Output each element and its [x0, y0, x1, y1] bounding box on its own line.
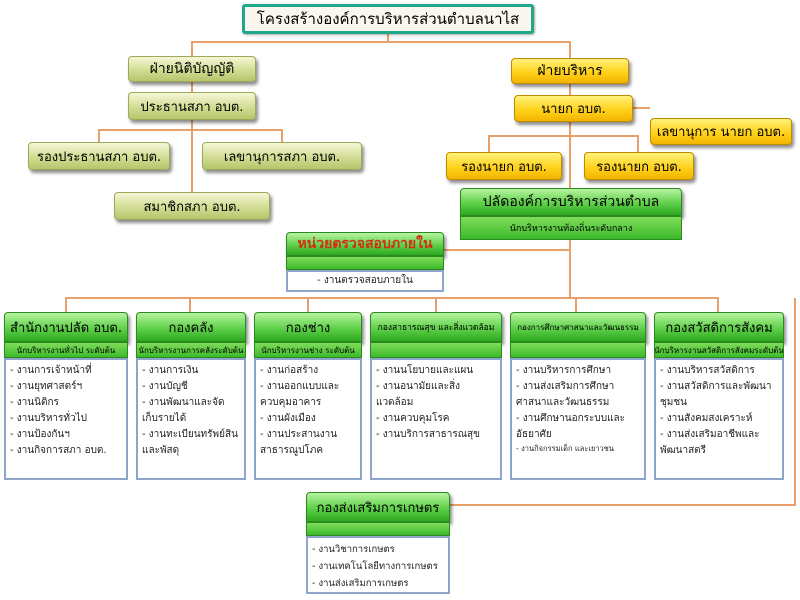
duty-item: - งานออกแบบและควบคุมอาคาร	[260, 381, 340, 408]
duty-item: - งานการเจ้าหน้าที่	[10, 365, 92, 376]
duty-item: - งานการเงิน	[142, 365, 199, 376]
duty-item: - งานก่อสร้าง	[260, 365, 319, 376]
duty-item: - งานพัฒนาและจัดเก็บรายได้	[142, 397, 225, 424]
dept-education-title: กองการศึกษาศาสนาและวัฒนธรรม	[510, 312, 646, 342]
internal-audit-duty: - งานตรวจสอบภายใน	[317, 275, 413, 286]
duty-item: - งานนโยบายและแผน	[376, 365, 474, 376]
duty-item: - งานอนามัยและสิ่งแวดล้อม	[376, 381, 460, 408]
deputy-mayor-1-box: รองนายก อบต.	[446, 152, 562, 180]
dept-office-of-chief-subtitle: นักบริหารงานทั่วไป ระดับต้น	[4, 342, 128, 358]
dept-office-of-chief-duties: - งานการเจ้าหน้าที่ - งานยุทศาสตร์ฯ - งา…	[4, 358, 128, 480]
council-vice-chairman-box: รองประธานสภา อบต.	[28, 142, 170, 170]
dept-social-welfare-subtitle: นักบริหารงานสวัสดิการสังคมระดับต้น	[654, 342, 784, 358]
dept-engineering-duties: - งานก่อสร้าง - งานออกแบบและควบคุมอาคาร …	[254, 358, 362, 480]
legislative-branch-box: ฝ่ายนิติบัญญัติ	[128, 56, 256, 82]
council-chairman-box: ประธานสภา อบต.	[128, 92, 256, 120]
dept-public-health-duties: - งานนโยบายและแผน - งานอนามัยและสิ่งแวดล…	[370, 358, 502, 480]
dept-social-welfare-duties: - งานบริหารสวัสดิการ - งานสวัสดิการและพั…	[654, 358, 784, 480]
dept-finance-subtitle: นักบริหารงานการคลังระดับต้น	[136, 342, 246, 358]
duty-item: - งานบริการสาธารณสุข	[376, 429, 480, 440]
dept-finance-title: กองคลัง	[136, 312, 246, 342]
dept-engineering-title: กองช่าง	[254, 312, 362, 342]
deputy-mayor-2-box: รองนายก อบต.	[584, 152, 694, 180]
duty-item: - งานป้องกันฯ	[10, 429, 70, 440]
executive-branch-box: ฝ่ายบริหาร	[511, 58, 629, 84]
duty-item: - งานผังเมือง	[260, 413, 316, 424]
duty-item: - งานสังคมสงเคราะห์	[660, 413, 753, 424]
dept-finance-duties: - งานการเงิน - งานบัญชี - งานพัฒนาและจัด…	[136, 358, 246, 480]
council-secretary-box: เลขานุการสภา อบต.	[202, 142, 362, 170]
duty-item: - งานบริหารการศึกษา	[516, 365, 612, 376]
duty-item: - งานควบคุมโรค	[376, 413, 450, 424]
dept-engineering-subtitle: นักบริหารงานช่าง ระดับต้น	[254, 342, 362, 358]
mayor-secretary-box: เลขานุการ นายก อบต.	[650, 118, 792, 145]
dept-social-welfare-title: กองสวัสดิการสังคม	[654, 312, 784, 342]
dept-agriculture-duties: - งานวิชาการเกษตร - งานเทคโนโลยีทางการเก…	[306, 536, 450, 594]
duty-item: - งานบริหารทั่วไป	[10, 413, 88, 424]
internal-audit-box: หน่วยตรวจสอบภายใน	[286, 232, 444, 256]
council-members-box: สมาชิกสภา อบต.	[114, 192, 270, 220]
duty-item: - งานประสานงานสาธารณูปโภค	[260, 429, 338, 456]
dept-office-of-chief-title: สำนักงานปลัด อบต.	[4, 312, 128, 342]
dept-public-health-subtitle	[370, 342, 502, 358]
duty-item: - งานส่งเสริมการเกษตร	[312, 578, 409, 589]
duty-item: - งานส่งเสริมอาชีพและพัฒนาสตรี	[660, 429, 760, 456]
duty-item: - งานกิจกรรมเด็ก และเยาวชน	[516, 444, 614, 453]
chief-administrator-box: ปลัดองค์การบริหารส่วนตำบล	[460, 188, 682, 216]
dept-education-subtitle	[510, 342, 646, 358]
chart-title: โครงสร้างองค์การบริหารส่วนตำบลนาไส	[242, 4, 534, 34]
duty-item: - งานยุทศาสตร์ฯ	[10, 381, 83, 392]
dept-public-health-title: กองสาธารณสุข และสิ่งแวดล้อม	[370, 312, 502, 342]
duty-item: - งานเทคโนโลยีทางการเกษตร	[312, 561, 438, 572]
duty-item: - งานบัญชี	[142, 381, 188, 392]
internal-audit-band	[286, 256, 444, 270]
duty-item: - งานส่งเสริมการศึกษาศาสนาและวัฒนธรรม	[516, 381, 615, 408]
dept-agriculture-band	[306, 522, 450, 536]
duty-item: - งานวิชาการเกษตร	[312, 544, 395, 555]
chief-administrator-subtitle: นักบริหารงานท้องถิ่นระดับกลาง	[460, 216, 682, 240]
internal-audit-duties: - งานตรวจสอบภายใน	[286, 270, 444, 292]
mayor-box: นายก อบต.	[514, 95, 633, 122]
duty-item: - งานศึกษานอกระบบและอัธยาศัย	[516, 413, 626, 440]
dept-agriculture-title: กองส่งเสริมการเกษตร	[306, 492, 450, 522]
duty-item: - งานกิจการสภา อบต.	[10, 445, 107, 456]
duty-item: - งานนิติกร	[10, 397, 59, 408]
dept-education-duties: - งานบริหารการศึกษา - งานส่งเสริมการศึกษ…	[510, 358, 646, 480]
duty-item: - งานสวัสดิการและพัฒนาชุมชน	[660, 381, 772, 408]
duty-item: - งานบริหารสวัสดิการ	[660, 365, 755, 376]
duty-item: - งานทะเบียนทรัพย์สินและพัสดุ	[142, 429, 238, 456]
